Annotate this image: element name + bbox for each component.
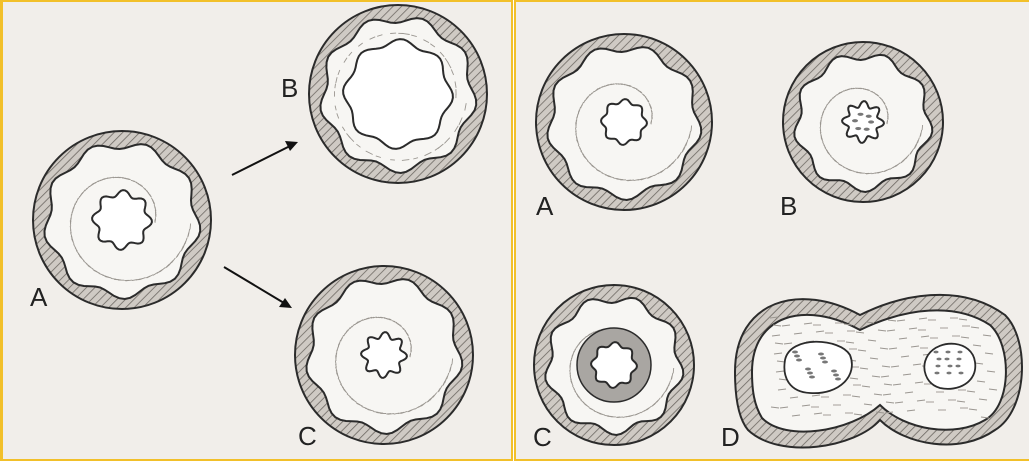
label-left-a: A [30, 284, 47, 310]
lumen-debris [946, 372, 951, 375]
lumen-debris [805, 368, 811, 371]
label-right-b: B [780, 193, 797, 219]
arrowhead-c [279, 298, 292, 308]
lumen-debris [820, 357, 826, 360]
lumen [361, 332, 407, 378]
lumen [92, 190, 152, 250]
lumen [601, 99, 647, 145]
lumen-debris [792, 351, 798, 354]
label-left-b: B [281, 75, 298, 101]
label-left-c: C [298, 423, 317, 449]
lumen-debris [796, 359, 802, 362]
label-right-d: D [721, 424, 740, 450]
label-right-c: C [533, 424, 552, 450]
label-right-a: A [536, 193, 553, 219]
lumen-debris [866, 115, 872, 118]
lumen [343, 39, 453, 149]
arrows-group [224, 141, 298, 308]
lumen-debris [807, 372, 813, 375]
vessel-right-d-merged [735, 295, 1022, 448]
vessel-right-b [783, 42, 943, 202]
vessel-left-c [295, 266, 473, 444]
lumen-debris [933, 351, 938, 354]
lumen-debris [957, 351, 962, 354]
lumen-debris [794, 355, 800, 358]
lumen-debris [934, 372, 939, 375]
lumen-debris [833, 374, 839, 377]
arrowhead-b [285, 141, 298, 151]
lumen-debris [868, 120, 874, 123]
lumen-debris [855, 127, 861, 130]
lumen-debris [955, 365, 960, 368]
lumen-debris [822, 361, 828, 364]
arrow-a-to-b [232, 146, 290, 175]
lumen-debris [831, 370, 837, 373]
lumen-debris [958, 372, 963, 375]
lumen-debris [864, 128, 870, 131]
vessel-right-c [534, 285, 694, 445]
lumen-debris [935, 365, 940, 368]
vessel-left-b [309, 5, 487, 183]
lumen-debris [852, 119, 858, 122]
lumen-debris [818, 353, 824, 356]
lumen-debris [858, 113, 864, 116]
lumen-left [784, 342, 852, 393]
lumen-debris [936, 358, 941, 361]
lumen-debris [944, 358, 949, 361]
vessel-left-a [33, 131, 211, 309]
lumen-debris [945, 351, 950, 354]
vessel-right-a [536, 34, 712, 210]
lumen-debris [947, 365, 952, 368]
lumen-debris [956, 358, 961, 361]
lumen-debris [835, 378, 841, 381]
arrow-a-to-c [224, 267, 284, 303]
lumen [591, 342, 637, 388]
lumen [842, 101, 884, 143]
lumen-debris [809, 376, 815, 379]
